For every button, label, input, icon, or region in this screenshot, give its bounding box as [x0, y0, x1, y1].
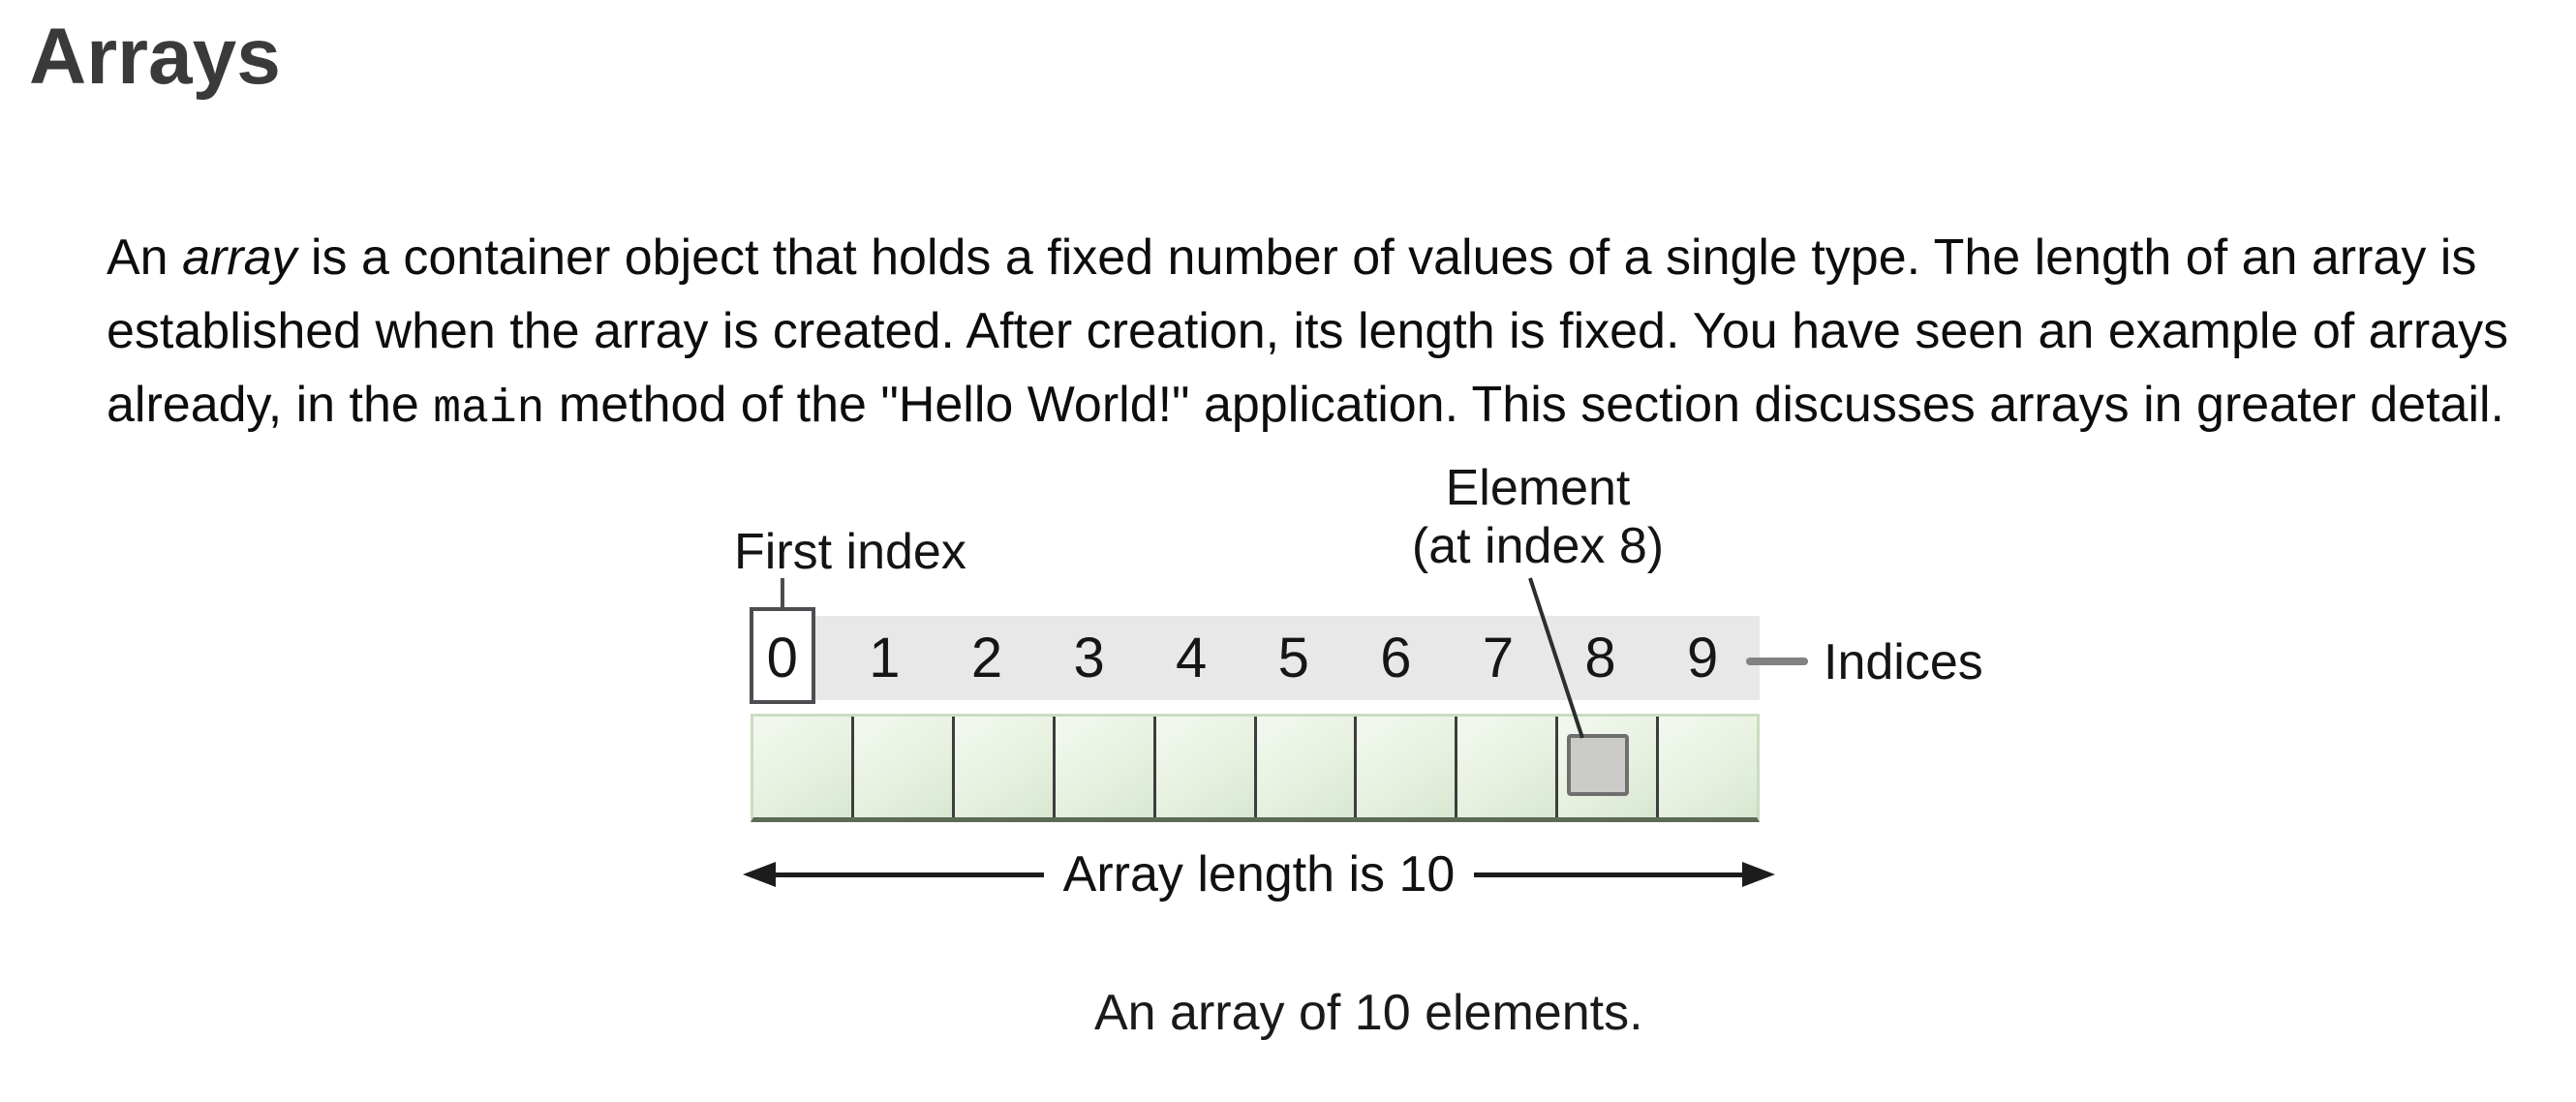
array-cell-5	[1253, 717, 1355, 817]
paragraph-body: is a container object that holds a fixed…	[107, 230, 2509, 433]
index-5: 5	[1277, 627, 1309, 689]
index-2: 2	[970, 627, 1003, 689]
index-7: 7	[1482, 627, 1515, 689]
array-cell-1	[850, 717, 952, 817]
right-arrow-line	[1474, 872, 1742, 877]
left-arrow-line	[776, 872, 1044, 877]
index-9: 9	[1687, 627, 1719, 689]
array-cell-9	[1656, 717, 1758, 817]
index-1: 1	[869, 627, 901, 689]
array-cells-row	[751, 714, 1760, 822]
element-label-line1: Element	[1445, 460, 1631, 516]
array-length-label: Array length is 10	[1062, 846, 1456, 903]
right-arrowhead-icon	[1742, 862, 1775, 887]
term-array-italic: array	[182, 230, 297, 286]
indices-pointer-dash	[1746, 658, 1808, 665]
left-arrowhead-icon	[743, 862, 776, 887]
first-index-highlight-box	[750, 607, 815, 704]
indices-row: 0 1 2 3 4 5 6 7 8 9	[731, 616, 1754, 700]
array-length-annotation: Array length is 10	[743, 846, 1775, 903]
element-label: Element (at index 8)	[1412, 459, 1664, 575]
page-title: Arrays	[29, 13, 281, 101]
array-cell-4	[1152, 717, 1254, 817]
element-at-index-8-square	[1567, 734, 1629, 796]
array-cell-7	[1455, 717, 1556, 817]
paragraph-tail: method of the "Hello World!" application…	[544, 377, 2504, 433]
element-label-line2: (at index 8)	[1411, 518, 1665, 574]
intro-paragraph: An array is a container object that hold…	[107, 221, 2547, 446]
index-4: 4	[1176, 627, 1208, 689]
figure-caption: An array of 10 elements.	[1094, 985, 1643, 1041]
code-main: main	[433, 383, 545, 436]
index-3: 3	[1073, 627, 1105, 689]
indices-band	[751, 616, 1760, 700]
paragraph-lead: An	[107, 230, 183, 286]
index-6: 6	[1380, 627, 1412, 689]
array-cell-2	[951, 717, 1053, 817]
array-cell-6	[1354, 717, 1456, 817]
array-cell-0	[753, 717, 851, 817]
first-index-label: First index	[734, 524, 966, 580]
indices-label: Indices	[1824, 634, 1983, 690]
array-cell-3	[1052, 717, 1153, 817]
index-8: 8	[1584, 627, 1616, 689]
index-0: 0	[766, 627, 798, 689]
